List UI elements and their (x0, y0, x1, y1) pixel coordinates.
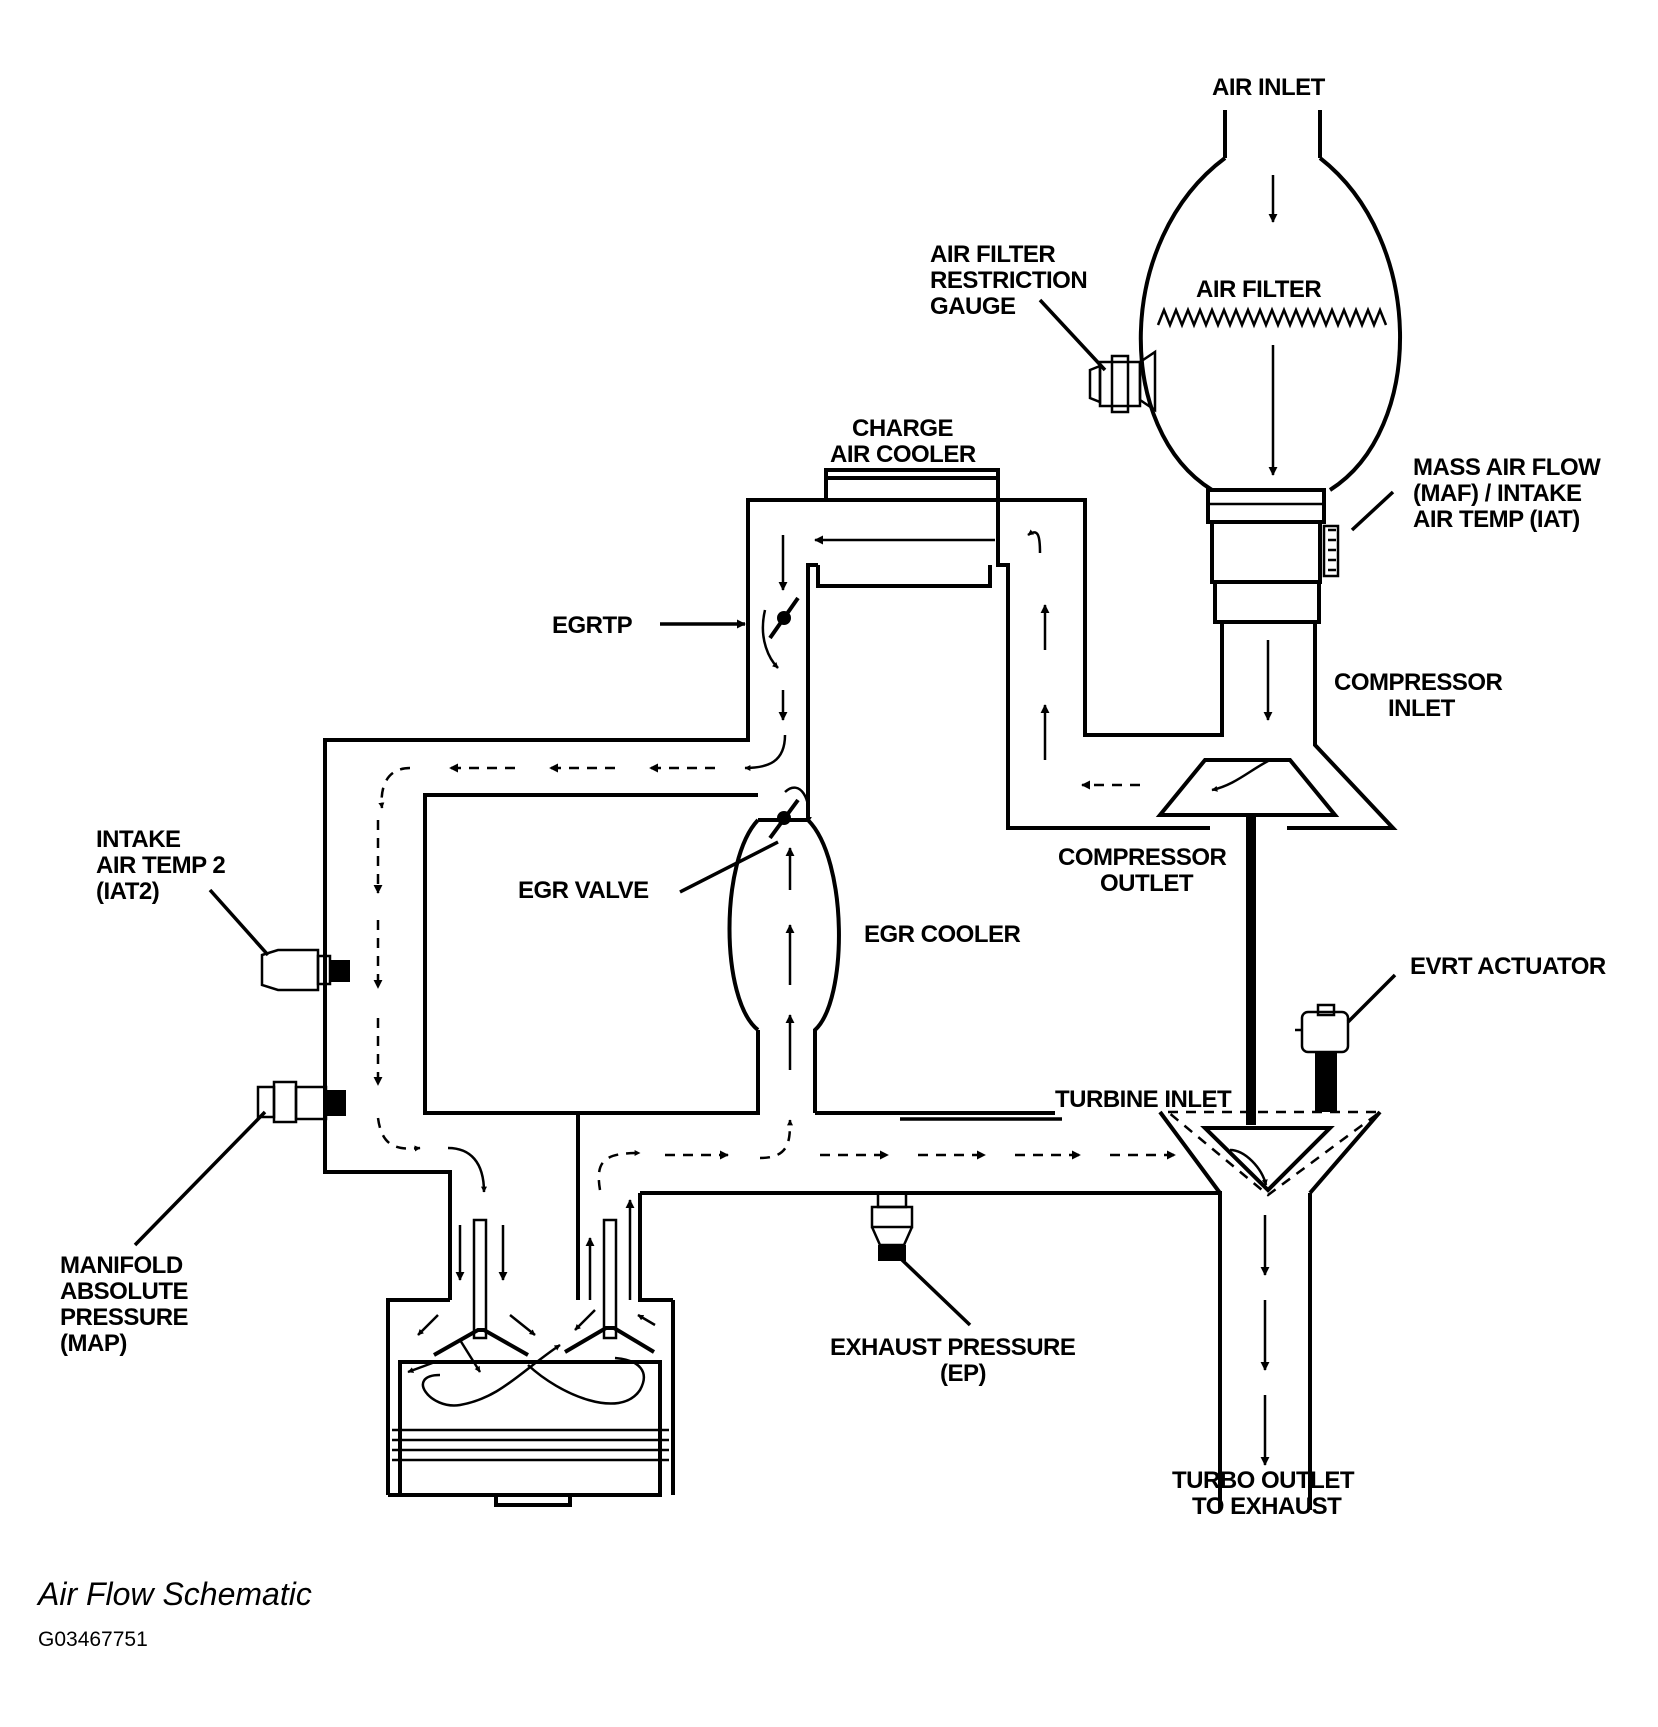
air-filter-housing (1138, 156, 1403, 492)
label-manifold-absolute-pressure: MANIFOLD ABSOLUTE PRESSURE (MAP) (60, 1252, 189, 1357)
label-ep-line-1: EXHAUST PRESSURE (830, 1334, 1076, 1361)
maf-sensor-body (1206, 488, 1340, 624)
label-compressor-inlet: COMPRESSOR INLET (1334, 669, 1503, 722)
label-air-inlet: AIR INLET (1212, 74, 1326, 101)
label-map-line-2: ABSOLUTE (60, 1278, 188, 1305)
label-ci-line-2: INLET (1388, 695, 1456, 722)
label-evrt-actuator: EVRT ACTUATOR (1410, 953, 1606, 980)
label-maf-line-1: MASS AIR FLOW (1413, 454, 1601, 481)
label-air-filter: AIR FILTER (1196, 276, 1322, 303)
label-air-filter-restriction-gauge: AIR FILTER RESTRICTION GAUGE (930, 241, 1088, 320)
figure-id: G03467751 (38, 1628, 148, 1651)
label-egr-cooler-text: EGR COOLER (864, 921, 1021, 948)
label-egr-cooler: EGR COOLER (864, 921, 1021, 948)
label-air-inlet-text: AIR INLET (1212, 74, 1326, 101)
label-evrt-text: EVRT ACTUATOR (1410, 953, 1606, 980)
label-egrtp: EGRTP (552, 612, 633, 639)
air-filter-restriction-gauge (1088, 349, 1157, 414)
label-iat2-line-2: AIR TEMP 2 (96, 852, 225, 879)
egr-cooler (727, 818, 841, 1113)
label-ep-line-2: (EP) (940, 1360, 986, 1387)
label-mass-air-flow: MASS AIR FLOW (MAF) / INTAKE AIR TEMP (I… (1413, 454, 1602, 533)
label-egr-valve: EGR VALVE (518, 877, 650, 904)
intake-valve (433, 1218, 529, 1357)
label-iat2-line-1: INTAKE (96, 826, 181, 853)
charge-air-cooler (816, 470, 1000, 588)
label-map-line-4: (MAP) (60, 1330, 127, 1357)
label-maf-line-2: (MAF) / INTAKE (1413, 480, 1582, 507)
label-iat2-line-3: (IAT2) (96, 878, 159, 905)
ep-sensor (870, 1191, 914, 1261)
egr-valve (768, 798, 800, 840)
flow-arrows (373, 175, 1278, 1466)
leader-lines (133, 298, 1397, 1327)
label-egr-valve-text: EGR VALVE (518, 877, 649, 904)
egrtp-throttle (768, 596, 800, 640)
label-exhaust-pressure: EXHAUST PRESSURE (EP) (830, 1334, 1076, 1387)
evrt-actuator (1295, 1003, 1350, 1112)
label-charge-air-cooler: CHARGE AIR COOLER (830, 415, 976, 468)
map-sensor (256, 1080, 346, 1124)
label-air-filter-text: AIR FILTER (1196, 276, 1321, 303)
label-egrtp-text: EGRTP (552, 612, 633, 639)
label-compressor-outlet: COMPRESSOR OUTLET (1058, 844, 1227, 897)
air-filter-element (1156, 306, 1388, 329)
label-turbine-inlet-text: TURBINE INLET (1055, 1086, 1232, 1113)
air-inlet-duct (1223, 110, 1322, 158)
label-intake-air-temp-2: INTAKE AIR TEMP 2 (IAT2) (96, 826, 226, 905)
label-map-line-1: MANIFOLD (60, 1252, 183, 1279)
compressor-wheel (1155, 758, 1340, 1125)
figure-caption: Air Flow Schematic (38, 1576, 312, 1612)
label-turbo-outlet: TURBO OUTLET TO EXHAUST (1172, 1467, 1355, 1520)
label-ci-line-1: COMPRESSOR (1334, 669, 1503, 696)
label-co-line-1: COMPRESSOR (1058, 844, 1227, 871)
label-afrg-line-1: AIR FILTER (930, 241, 1055, 268)
turbine-housing (1158, 1110, 1384, 1510)
label-map-line-3: PRESSURE (60, 1304, 189, 1331)
label-cac-line-2: AIR COOLER (830, 441, 976, 468)
label-afrg-line-3: GAUGE (930, 293, 1016, 320)
label-to-line-1: TURBO OUTLET (1172, 1467, 1355, 1494)
label-co-line-2: OUTLET (1100, 870, 1194, 897)
label-maf-line-3: AIR TEMP (IAT) (1413, 506, 1580, 533)
label-afrg-line-2: RESTRICTION (930, 267, 1087, 294)
exhaust-valve (563, 1218, 656, 1354)
engine-cylinder (386, 1298, 675, 1507)
label-to-line-2: TO EXHAUST (1192, 1493, 1342, 1520)
iat2-sensor (260, 948, 350, 992)
label-turbine-inlet: TURBINE INLET (1055, 1086, 1233, 1113)
label-cac-line-1: CHARGE (852, 415, 953, 442)
